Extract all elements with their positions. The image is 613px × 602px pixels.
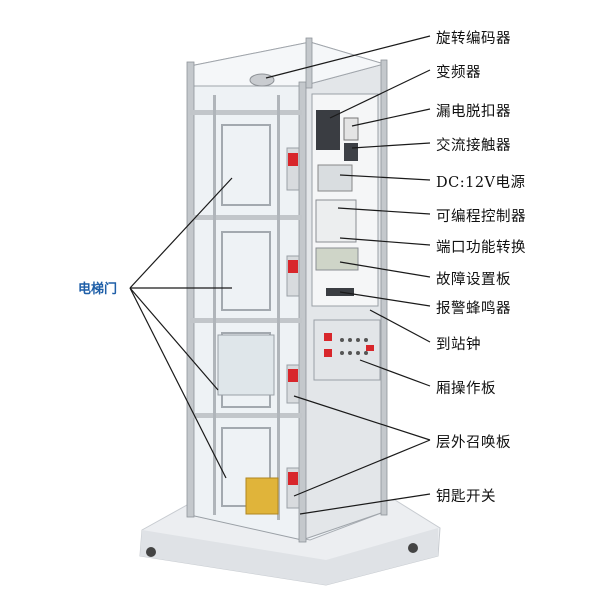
callout-line-ac-contactor — [351, 142, 431, 149]
breaker-unit — [343, 117, 359, 141]
callout-line-inverter — [329, 69, 431, 119]
label-leakage-breaker: 漏电脱扣器 — [436, 104, 511, 120]
callout-line-alarm-buzzer — [339, 291, 431, 307]
callout-line-terminal-board — [339, 237, 431, 246]
caster-wheel — [146, 547, 156, 557]
label-rotary-encoder: 旋转编码器 — [436, 31, 511, 47]
callout-line-dc-power — [339, 174, 431, 181]
callout-line-rotary-encoder — [265, 35, 431, 79]
plc-unit — [315, 199, 357, 243]
label-terminal-board: 端口功能转换 — [436, 240, 526, 256]
callout-line-plc — [337, 207, 431, 215]
label-arrival-bell: 到站钟 — [436, 337, 481, 353]
label-dc-power: DC:12V电源 — [436, 175, 526, 191]
label-inverter: 变频器 — [436, 65, 481, 81]
label-plc: 可编程控制器 — [436, 209, 526, 225]
callout-line-fault-board — [339, 261, 431, 278]
power-supply-unit — [317, 164, 353, 192]
terminal-board-unit — [315, 247, 359, 271]
callout-line-car-panel — [359, 359, 431, 387]
callout-line-key-switch — [299, 493, 431, 515]
label-fault-board: 故障设置板 — [436, 272, 511, 288]
label-car-panel: 厢操作板 — [436, 381, 496, 397]
callout-line-leakage-breaker — [351, 108, 431, 127]
elevator-door-label: 电梯门 — [78, 282, 118, 297]
callout-line-door-3 — [129, 287, 219, 391]
contactor-unit — [344, 143, 358, 161]
control-cabinet — [311, 93, 381, 381]
label-hall-call: 层外召唤板 — [436, 435, 511, 451]
callout-line-arrival-bell — [369, 309, 431, 343]
inverter-unit — [316, 110, 340, 150]
callout-lines — [129, 35, 431, 515]
caster-wheel — [408, 543, 418, 553]
callout-line-door-1 — [129, 177, 233, 289]
callout-line-hall-call-1 — [293, 395, 431, 441]
label-ac-contactor: 交流接触器 — [436, 138, 511, 154]
label-key-switch: 钥匙开关 — [436, 489, 496, 505]
callout-line-door-4 — [129, 287, 227, 479]
base-platform — [139, 499, 441, 586]
callout-line-hall-call-2 — [293, 439, 431, 497]
label-alarm-buzzer: 报警蜂鸣器 — [436, 301, 511, 317]
